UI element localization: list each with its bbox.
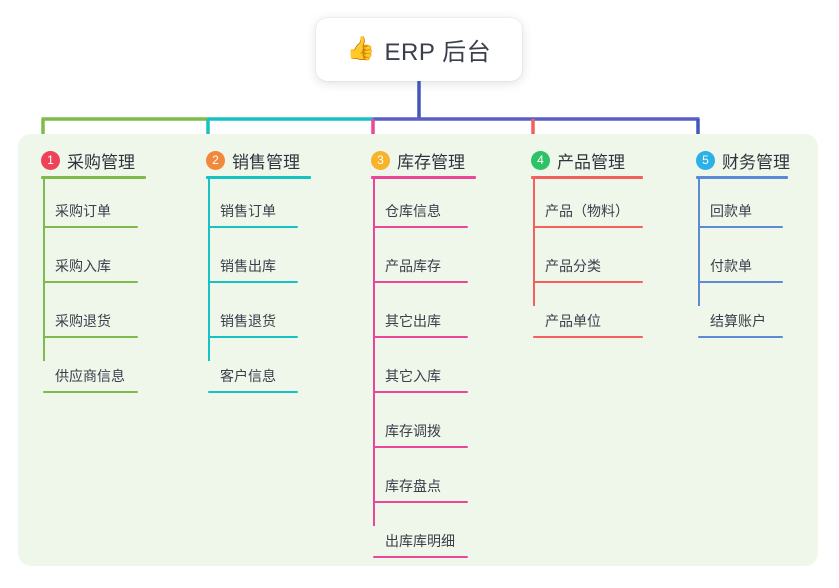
branch-item[interactable]: 仓库信息 <box>373 194 468 228</box>
branch-item[interactable]: 销售订单 <box>208 194 298 228</box>
branch-number-badge: 1 <box>41 151 60 170</box>
root-node-label: ERP 后台 <box>384 39 492 66</box>
branch-header-3[interactable]: 3 库存管理 <box>371 148 465 173</box>
branch-item-label: 销售退货 <box>220 313 276 329</box>
branch-header-4[interactable]: 4 产品管理 <box>531 148 625 173</box>
branch-item-rule <box>208 281 298 283</box>
branch-item-rule <box>208 226 298 228</box>
branch-item-label: 库存盘点 <box>385 478 441 494</box>
branch-title: 销售管理 <box>232 153 300 172</box>
branch-spine <box>43 178 45 361</box>
branch-number-badge: 4 <box>531 151 550 170</box>
branch-item-label: 客户信息 <box>220 368 276 384</box>
branch-item-label: 其它出库 <box>385 313 441 329</box>
branch-item[interactable]: 供应商信息 <box>43 359 138 393</box>
branch-item-rule <box>533 226 643 228</box>
branch-item-label: 产品库存 <box>385 258 441 274</box>
branch-item[interactable]: 其它出库 <box>373 304 468 338</box>
branch-item-rule <box>43 226 138 228</box>
branch-item-label: 结算账户 <box>710 313 766 329</box>
branch-item-rule <box>43 391 138 393</box>
branch-item-label: 供应商信息 <box>55 368 125 384</box>
branch-item-label: 库存调拨 <box>385 423 441 439</box>
branch-item-rule <box>533 281 643 283</box>
branch-item[interactable]: 回款单 <box>698 194 783 228</box>
branch-header-rule <box>371 176 476 179</box>
branch-item-rule <box>373 501 468 503</box>
branch-spine <box>208 178 210 361</box>
branch-title: 产品管理 <box>557 153 625 172</box>
branch-item[interactable]: 采购入库 <box>43 249 138 283</box>
branch-item[interactable]: 其它入库 <box>373 359 468 393</box>
branch-item-rule <box>373 391 468 393</box>
branch-item-label: 仓库信息 <box>385 203 441 219</box>
branch-item-rule <box>43 336 138 338</box>
branch-title: 财务管理 <box>722 153 790 172</box>
branch-spine <box>698 178 700 306</box>
branch-item[interactable]: 产品（物料） <box>533 194 643 228</box>
branch-item-rule <box>373 281 468 283</box>
branch-header-1[interactable]: 1 采购管理 <box>41 148 135 173</box>
branch-item-label: 采购入库 <box>55 258 111 274</box>
branch-item-rule <box>373 446 468 448</box>
branches-panel <box>18 134 818 566</box>
branch-item[interactable]: 采购退货 <box>43 304 138 338</box>
branch-item-label: 产品分类 <box>545 258 601 274</box>
branch-title: 采购管理 <box>67 153 135 172</box>
branch-title: 库存管理 <box>397 153 465 172</box>
branch-item-rule <box>698 336 783 338</box>
branch-item-rule <box>373 226 468 228</box>
branch-item-rule <box>43 281 138 283</box>
branch-item-rule <box>373 556 468 558</box>
branch-spine <box>373 178 375 526</box>
branch-header-rule <box>531 176 643 179</box>
branch-item-label: 采购订单 <box>55 203 111 219</box>
root-node[interactable]: 👍 ERP 后台 <box>316 18 522 81</box>
branch-number-badge: 3 <box>371 151 390 170</box>
branch-item[interactable]: 产品分类 <box>533 249 643 283</box>
branch-item-label: 销售订单 <box>220 203 276 219</box>
branch-item-label: 出库库明细 <box>385 533 455 549</box>
branch-item[interactable]: 结算账户 <box>698 304 783 338</box>
branch-item-rule <box>373 336 468 338</box>
branch-header-rule <box>206 176 311 179</box>
branch-item-label: 产品单位 <box>545 313 601 329</box>
branch-item[interactable]: 销售出库 <box>208 249 298 283</box>
branch-number-badge: 2 <box>206 151 225 170</box>
branch-number-badge: 5 <box>696 151 715 170</box>
thumbs-up-icon: 👍 <box>346 35 376 61</box>
branch-item-label: 销售出库 <box>220 258 276 274</box>
branch-item[interactable]: 付款单 <box>698 249 783 283</box>
branch-item-rule <box>698 281 783 283</box>
branch-header-2[interactable]: 2 销售管理 <box>206 148 300 173</box>
branch-item-label: 回款单 <box>710 203 752 219</box>
branch-item-rule <box>698 226 783 228</box>
branch-item[interactable]: 采购订单 <box>43 194 138 228</box>
branch-item-rule <box>208 336 298 338</box>
branch-header-rule <box>41 176 146 179</box>
root-node-content: 👍 ERP 后台 <box>347 32 491 67</box>
branch-item[interactable]: 出库库明细 <box>373 524 468 558</box>
branch-item[interactable]: 产品库存 <box>373 249 468 283</box>
branch-item-label: 其它入库 <box>385 368 441 384</box>
branch-header-5[interactable]: 5 财务管理 <box>696 148 790 173</box>
branch-item[interactable]: 客户信息 <box>208 359 298 393</box>
branch-item[interactable]: 销售退货 <box>208 304 298 338</box>
branch-item-label: 付款单 <box>710 258 752 274</box>
branch-spine <box>533 178 535 306</box>
branch-item[interactable]: 产品单位 <box>533 304 643 338</box>
branch-item-label: 采购退货 <box>55 313 111 329</box>
branch-item-rule <box>533 336 643 338</box>
branch-header-rule <box>696 176 788 179</box>
branch-item[interactable]: 库存调拨 <box>373 414 468 448</box>
branch-item[interactable]: 库存盘点 <box>373 469 468 503</box>
branch-item-rule <box>208 391 298 393</box>
branch-item-label: 产品（物料） <box>545 203 629 219</box>
